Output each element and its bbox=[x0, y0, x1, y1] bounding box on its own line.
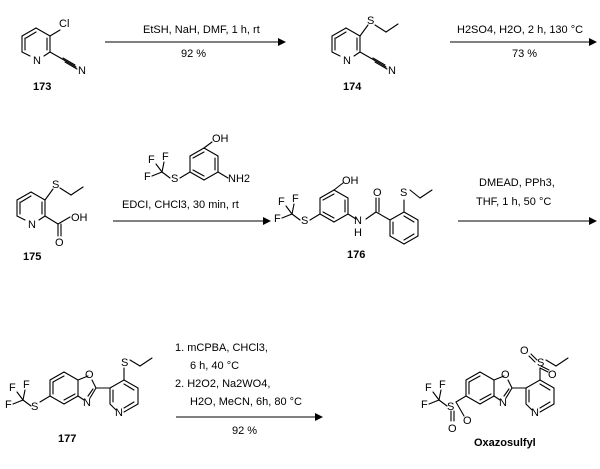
reaction-step-2: H2SO4, H2O, 2 h, 130 °C 73 % bbox=[450, 24, 597, 60]
atom-N: N bbox=[388, 65, 396, 77]
atom-N: N bbox=[28, 219, 36, 231]
step5-line1: 1. mCPBA, CHCl3, bbox=[175, 342, 268, 354]
atom-O: O bbox=[501, 369, 510, 381]
compound-number-174: 174 bbox=[343, 81, 362, 93]
step5-line3: 2. H2O2, Na2WO4, bbox=[175, 378, 270, 390]
compound-173: N Cl N 173 bbox=[21, 18, 86, 93]
atom-N: N bbox=[83, 397, 91, 409]
step5-line2: 6 h, 40 °C bbox=[190, 360, 239, 372]
atom-F: F bbox=[439, 379, 446, 391]
atom-O: O bbox=[85, 369, 94, 381]
compound-number-176: 176 bbox=[347, 249, 365, 261]
step3-reagents: EDCI, CHCl3, 30 min, rt bbox=[122, 199, 239, 211]
compound-number-173: 173 bbox=[33, 81, 51, 93]
atom-F: F bbox=[148, 154, 155, 166]
step4-line1: DMEAD, PPh3, bbox=[479, 177, 555, 189]
atom-N: N bbox=[115, 407, 123, 419]
step1-yield: 92 % bbox=[181, 48, 206, 60]
reaction-step-1: EtSH, NaH, DMF, 1 h, rt 92 % bbox=[105, 24, 286, 60]
compound-174: N S N 174 bbox=[331, 15, 399, 93]
compound-177: O N N S S F F F 177 bbox=[5, 357, 153, 445]
compound-name-oxazosulfyl: Oxazosulfyl bbox=[474, 437, 536, 449]
step1-reagents: EtSH, NaH, DMF, 1 h, rt bbox=[143, 24, 260, 36]
atom-F: F bbox=[421, 399, 428, 411]
atom-O: O bbox=[55, 237, 64, 249]
atom-S: S bbox=[400, 187, 407, 199]
atom-H: H bbox=[354, 227, 362, 239]
atom-N: N bbox=[531, 407, 539, 419]
compound-176: OH N H O S S F F F 176 bbox=[274, 175, 433, 261]
step2-reagents: H2SO4, H2O, 2 h, 130 °C bbox=[457, 24, 583, 36]
atom-O: O bbox=[373, 187, 382, 199]
compound-175: N S OH O 175 bbox=[16, 179, 88, 263]
atom-S: S bbox=[31, 401, 38, 413]
atom-S: S bbox=[447, 401, 454, 413]
compound-number-175: 175 bbox=[23, 251, 41, 263]
reaction-step-5: 1. mCPBA, CHCl3, 6 h, 40 °C 2. H2O2, Na2… bbox=[175, 342, 323, 437]
atom-F: F bbox=[23, 379, 30, 391]
atom-S: S bbox=[121, 357, 128, 369]
atom-F: F bbox=[278, 196, 285, 208]
atom-O: O bbox=[548, 369, 557, 381]
atom-N: N bbox=[33, 55, 41, 67]
step2-yield: 73 % bbox=[512, 48, 537, 60]
atom-S: S bbox=[171, 173, 178, 185]
atom-F: F bbox=[9, 382, 16, 394]
atom-N: N bbox=[499, 397, 507, 409]
atom-Cl: Cl bbox=[59, 18, 69, 30]
atom-O: O bbox=[463, 415, 472, 427]
atom-S: S bbox=[537, 357, 544, 369]
atom-F: F bbox=[292, 193, 299, 205]
atom-F: F bbox=[425, 382, 432, 394]
reaction-step-3: OH NH2 S F F F EDCI, CHCl3, 30 min, rt bbox=[113, 133, 271, 225]
step4-line2: THF, 1 h, 50 °C bbox=[476, 196, 551, 208]
atom-N: N bbox=[343, 55, 351, 67]
atom-OH: OH bbox=[71, 212, 88, 224]
step5-line4: H2O, MeCN, 6h, 80 °C bbox=[190, 396, 302, 408]
compound-number-177: 177 bbox=[58, 433, 76, 445]
atom-S: S bbox=[52, 179, 59, 191]
atom-N: N bbox=[354, 215, 362, 227]
step5-yield: 92 % bbox=[232, 425, 257, 437]
atom-NH2: NH2 bbox=[228, 173, 250, 185]
atom-N: N bbox=[78, 65, 86, 77]
reaction-step-4: DMEAD, PPh3, THF, 1 h, 50 °C bbox=[458, 177, 597, 225]
atom-S: S bbox=[367, 15, 374, 27]
atom-OH: OH bbox=[342, 175, 359, 187]
atom-O: O bbox=[448, 423, 457, 435]
atom-F: F bbox=[162, 151, 169, 163]
atom-O: O bbox=[520, 345, 529, 357]
atom-F: F bbox=[144, 171, 151, 183]
compound-oxazosulfyl: O N N S O O S O O F F F Oxazosulfyl bbox=[421, 345, 569, 449]
atom-F: F bbox=[5, 399, 12, 411]
atom-S: S bbox=[301, 215, 308, 227]
atom-F: F bbox=[274, 213, 281, 225]
atom-OH: OH bbox=[212, 133, 229, 145]
